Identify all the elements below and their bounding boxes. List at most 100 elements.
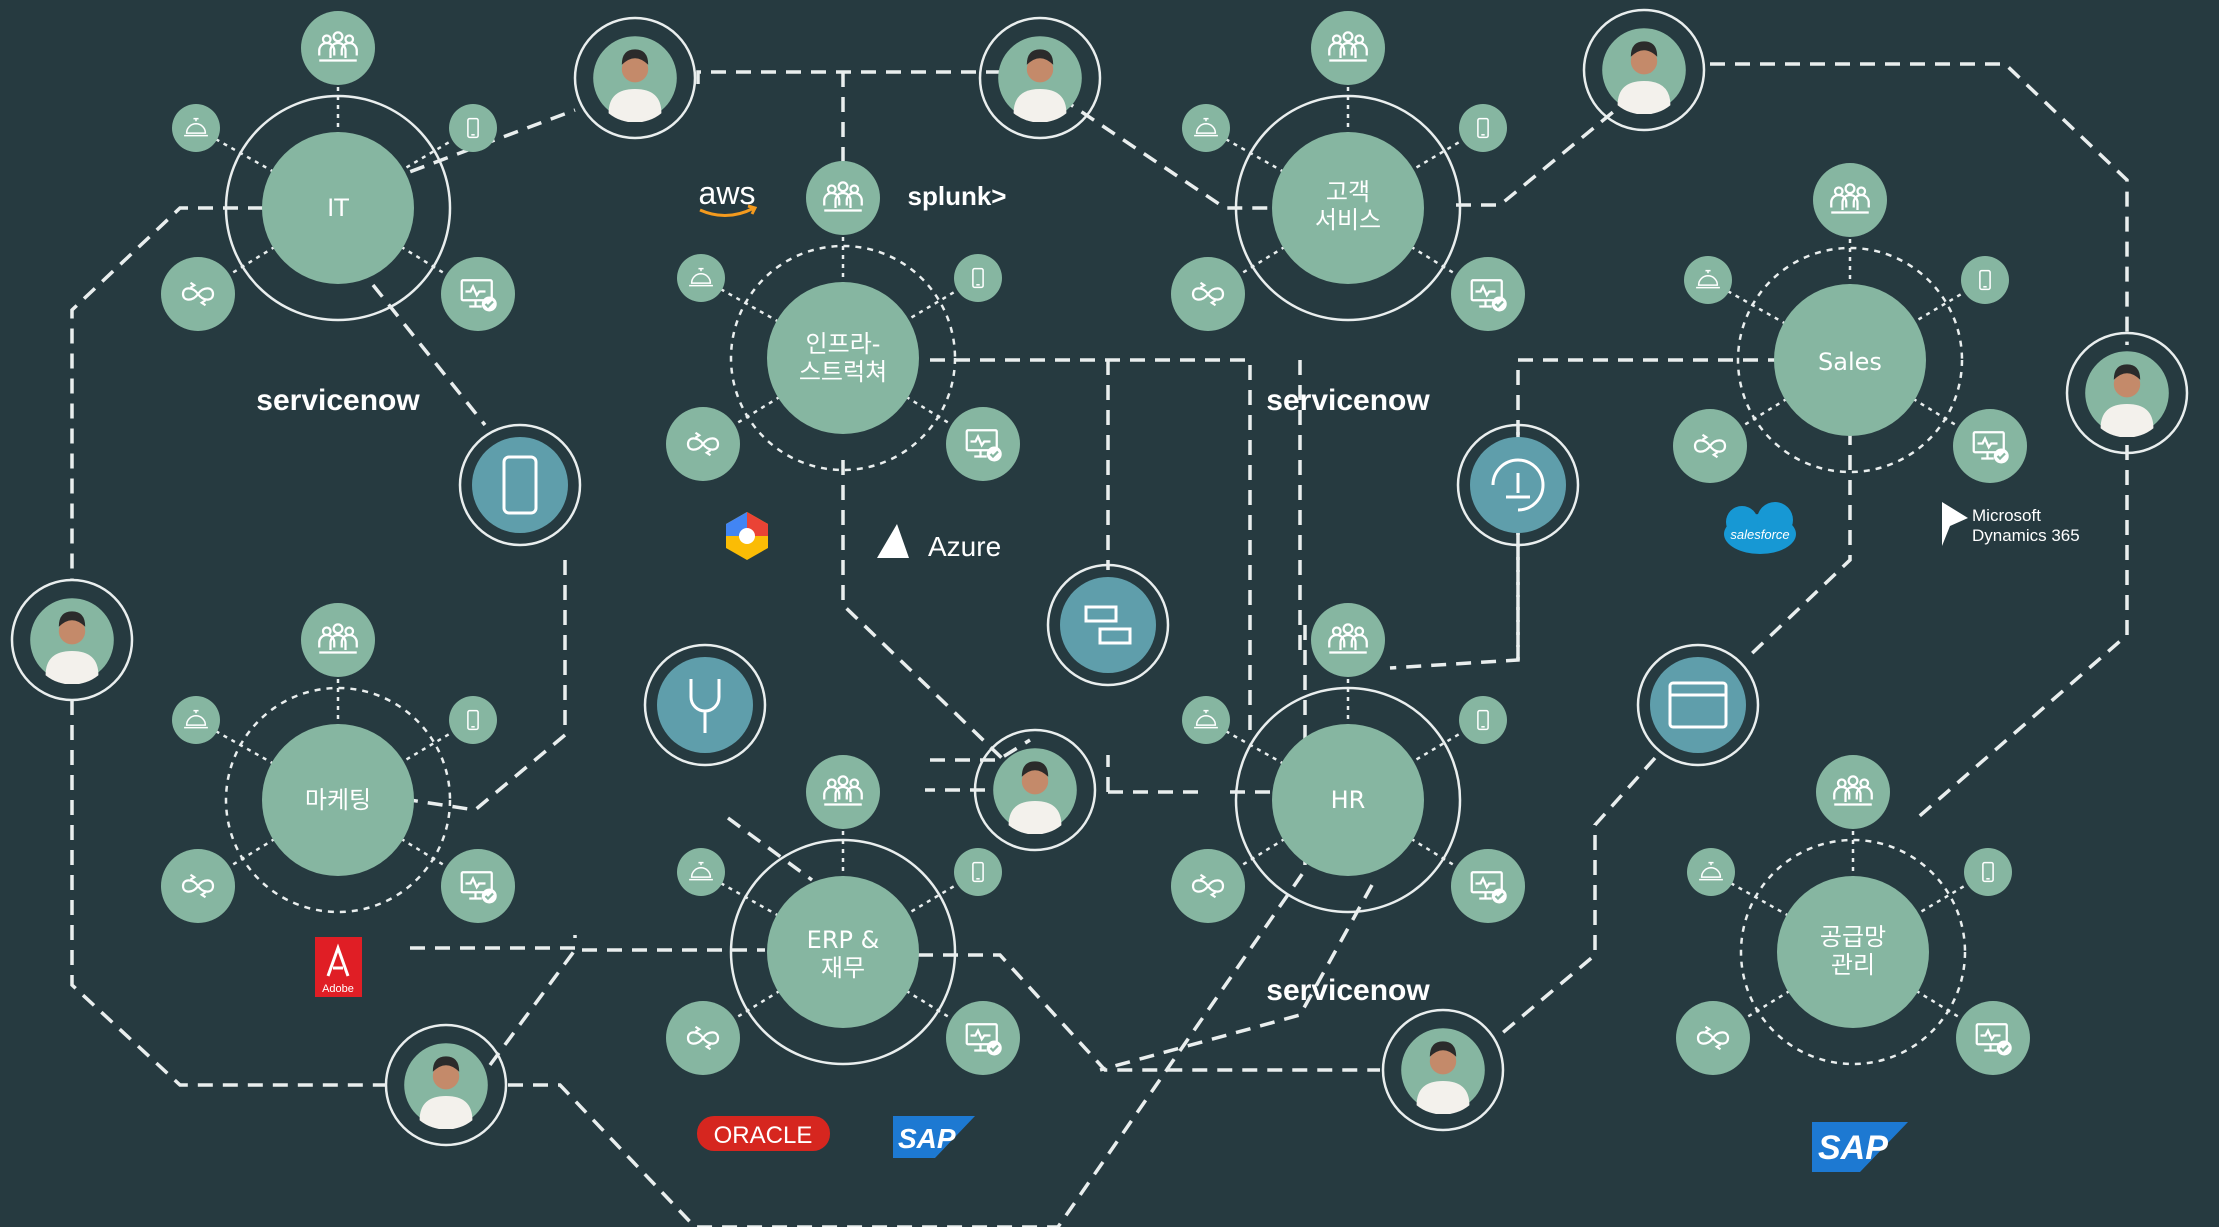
- satellite-node-erp: [677, 848, 725, 896]
- hub-label-scm-line1: 공급망: [1820, 923, 1886, 951]
- dynamics-logo-mark: [1942, 502, 1968, 546]
- satellite-node-cs: [1459, 104, 1507, 152]
- satellite-node-infra: [677, 254, 725, 302]
- person-avatar-icon[interactable]: [993, 748, 1077, 834]
- hub-node-cs[interactable]: [1272, 132, 1424, 284]
- dashed-connector: [843, 953, 1380, 1072]
- mobile-device-icon[interactable]: [472, 437, 568, 533]
- microsoft-dynamics-logo: Microsoft Dynamics 365: [1942, 502, 2080, 546]
- satellite-node-sales: [1961, 256, 2009, 304]
- person-avatar-icon[interactable]: [593, 36, 677, 122]
- satellite-node-hr: [1459, 696, 1507, 744]
- orbit-ring-marketing: [224, 686, 452, 914]
- dashed-connector: [1456, 106, 1620, 207]
- google-cloud-logo: [726, 512, 768, 560]
- feature-ring: [1456, 423, 1580, 547]
- satellite-node-marketing: [172, 696, 220, 744]
- satellite-node-sales: [1684, 256, 1732, 304]
- satellite-node-hr: [1311, 603, 1385, 677]
- person-ring: [2065, 331, 2189, 455]
- hub-label-scm-line2: 관리: [1831, 951, 1875, 979]
- servicenow-logo-it: servicenow: [256, 384, 420, 417]
- oracle-logo-pill: [697, 1116, 830, 1151]
- orbit-ring-sales: [1736, 246, 1964, 474]
- satellite-node-marketing: [449, 696, 497, 744]
- aws-logo: aws: [699, 175, 758, 217]
- satellite-node-infra: [806, 161, 880, 235]
- salesforce-logo: salesforce: [1724, 502, 1796, 554]
- sap-logo-scm: SAP: [1812, 1122, 1908, 1172]
- person-ring: [973, 728, 1097, 852]
- task-checklist-icon[interactable]: [1060, 577, 1156, 673]
- orbit-ring-infra: [729, 244, 957, 472]
- person-avatar-icon[interactable]: [404, 1043, 488, 1129]
- dashed-connector: [1099, 884, 1374, 1072]
- oracle-logo: ORACLE: [697, 1116, 830, 1151]
- person-avatar-icon[interactable]: [2085, 351, 2169, 437]
- satellite-node-infra: [954, 254, 1002, 302]
- hub-label-erp: ERP &재무: [807, 926, 880, 982]
- azure-logo-mark: [877, 524, 914, 558]
- hub-label-infra: 인프라-스트럭쳐: [799, 330, 887, 386]
- hub-label-hr: HR: [1331, 786, 1366, 814]
- hub-label-it: IT: [327, 194, 349, 222]
- satellite-node-cs: [1311, 11, 1385, 85]
- sap-logo-erp-shape: [893, 1116, 975, 1158]
- dashed-connector: [1039, 82, 1300, 210]
- person-ring: [10, 578, 134, 702]
- adobe-logo: Adobe: [315, 937, 362, 997]
- hub-label-cs-line1: 고객: [1326, 178, 1370, 206]
- person-ring: [978, 16, 1102, 140]
- sap-logo-erp: SAP: [893, 1116, 975, 1158]
- person-avatar-icon[interactable]: [1401, 1028, 1485, 1114]
- dashboard-window-icon[interactable]: [1650, 657, 1746, 753]
- satellite-node-it: [449, 104, 497, 152]
- hub-label-infra-line2: 스트럭쳐: [799, 358, 887, 386]
- dashed-connector: [70, 700, 386, 1087]
- person-avatar-icon[interactable]: [30, 598, 114, 684]
- dashed-connector: [1498, 756, 1657, 1037]
- hub-node-hr[interactable]: [1272, 724, 1424, 876]
- sap-logo-scm-text: SAP: [1818, 1129, 1888, 1167]
- hub-label-infra-line1: 인프라-: [806, 330, 881, 358]
- satellite-node-scm: [1816, 755, 1890, 829]
- dashed-connector: [371, 283, 487, 427]
- person-ring: [1381, 1008, 1505, 1132]
- satellite-node-marketing: [301, 603, 375, 677]
- dashed-connector: [1710, 62, 2129, 345]
- hub-node-it[interactable]: [262, 132, 414, 284]
- orbit-ring-scm: [1739, 838, 1967, 1066]
- person-avatar-icon[interactable]: [1602, 28, 1686, 114]
- person-avatar-icon[interactable]: [998, 36, 1082, 122]
- sap-logo-erp-text: SAP: [898, 1123, 956, 1154]
- feature-ring: [458, 423, 582, 547]
- adobe-logo-mark: [326, 943, 350, 977]
- dashed-connector: [410, 935, 577, 950]
- hub-node-infra[interactable]: [767, 282, 919, 434]
- hub-label-erp-line2: 재무: [821, 954, 865, 982]
- hub-label-cs-line2: 서비스: [1315, 206, 1381, 234]
- azure-logo: Azure: [877, 524, 1001, 562]
- hub-node-erp[interactable]: [767, 876, 919, 1028]
- feature-ring: [643, 643, 767, 767]
- hub-node-sales[interactable]: [1774, 284, 1926, 436]
- satellite-node-erp: [806, 755, 880, 829]
- satellite-node-it: [301, 11, 375, 85]
- satellite-node-erp: [954, 848, 1002, 896]
- hub-node-scm[interactable]: [1777, 876, 1929, 1028]
- dashed-connector: [409, 560, 567, 812]
- dashed-connector: [1913, 445, 2129, 822]
- feature-ring: [1636, 643, 1760, 767]
- satellite-node-hr: [1182, 696, 1230, 744]
- salesforce-logo-text: salesforce: [1730, 527, 1789, 542]
- satellite-node-scm: [1687, 848, 1735, 896]
- azure-logo-text: Azure: [928, 531, 1001, 562]
- hub-label-sales: Sales: [1818, 348, 1882, 376]
- hub-node-marketing[interactable]: [262, 724, 414, 876]
- feature-ring: [1046, 563, 1170, 687]
- person-ring: [573, 16, 697, 140]
- settings-wrench-icon[interactable]: [657, 657, 753, 753]
